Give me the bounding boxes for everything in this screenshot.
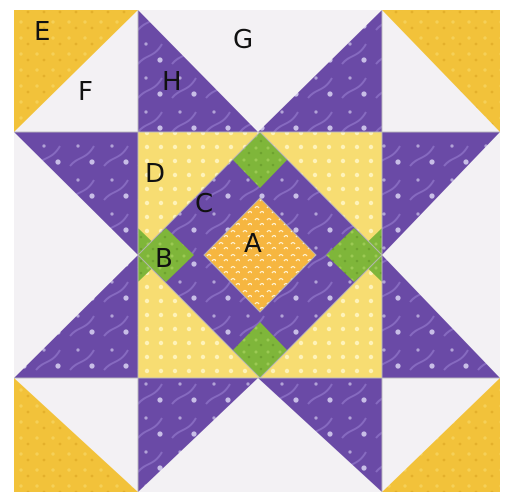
label-f: F	[78, 77, 93, 107]
label-c: C	[195, 189, 213, 219]
label-a: A	[244, 229, 262, 259]
label-b: B	[155, 244, 173, 274]
label-d: D	[145, 159, 165, 189]
label-g: G	[233, 25, 253, 55]
label-h: H	[162, 67, 182, 97]
label-e: E	[34, 17, 50, 47]
